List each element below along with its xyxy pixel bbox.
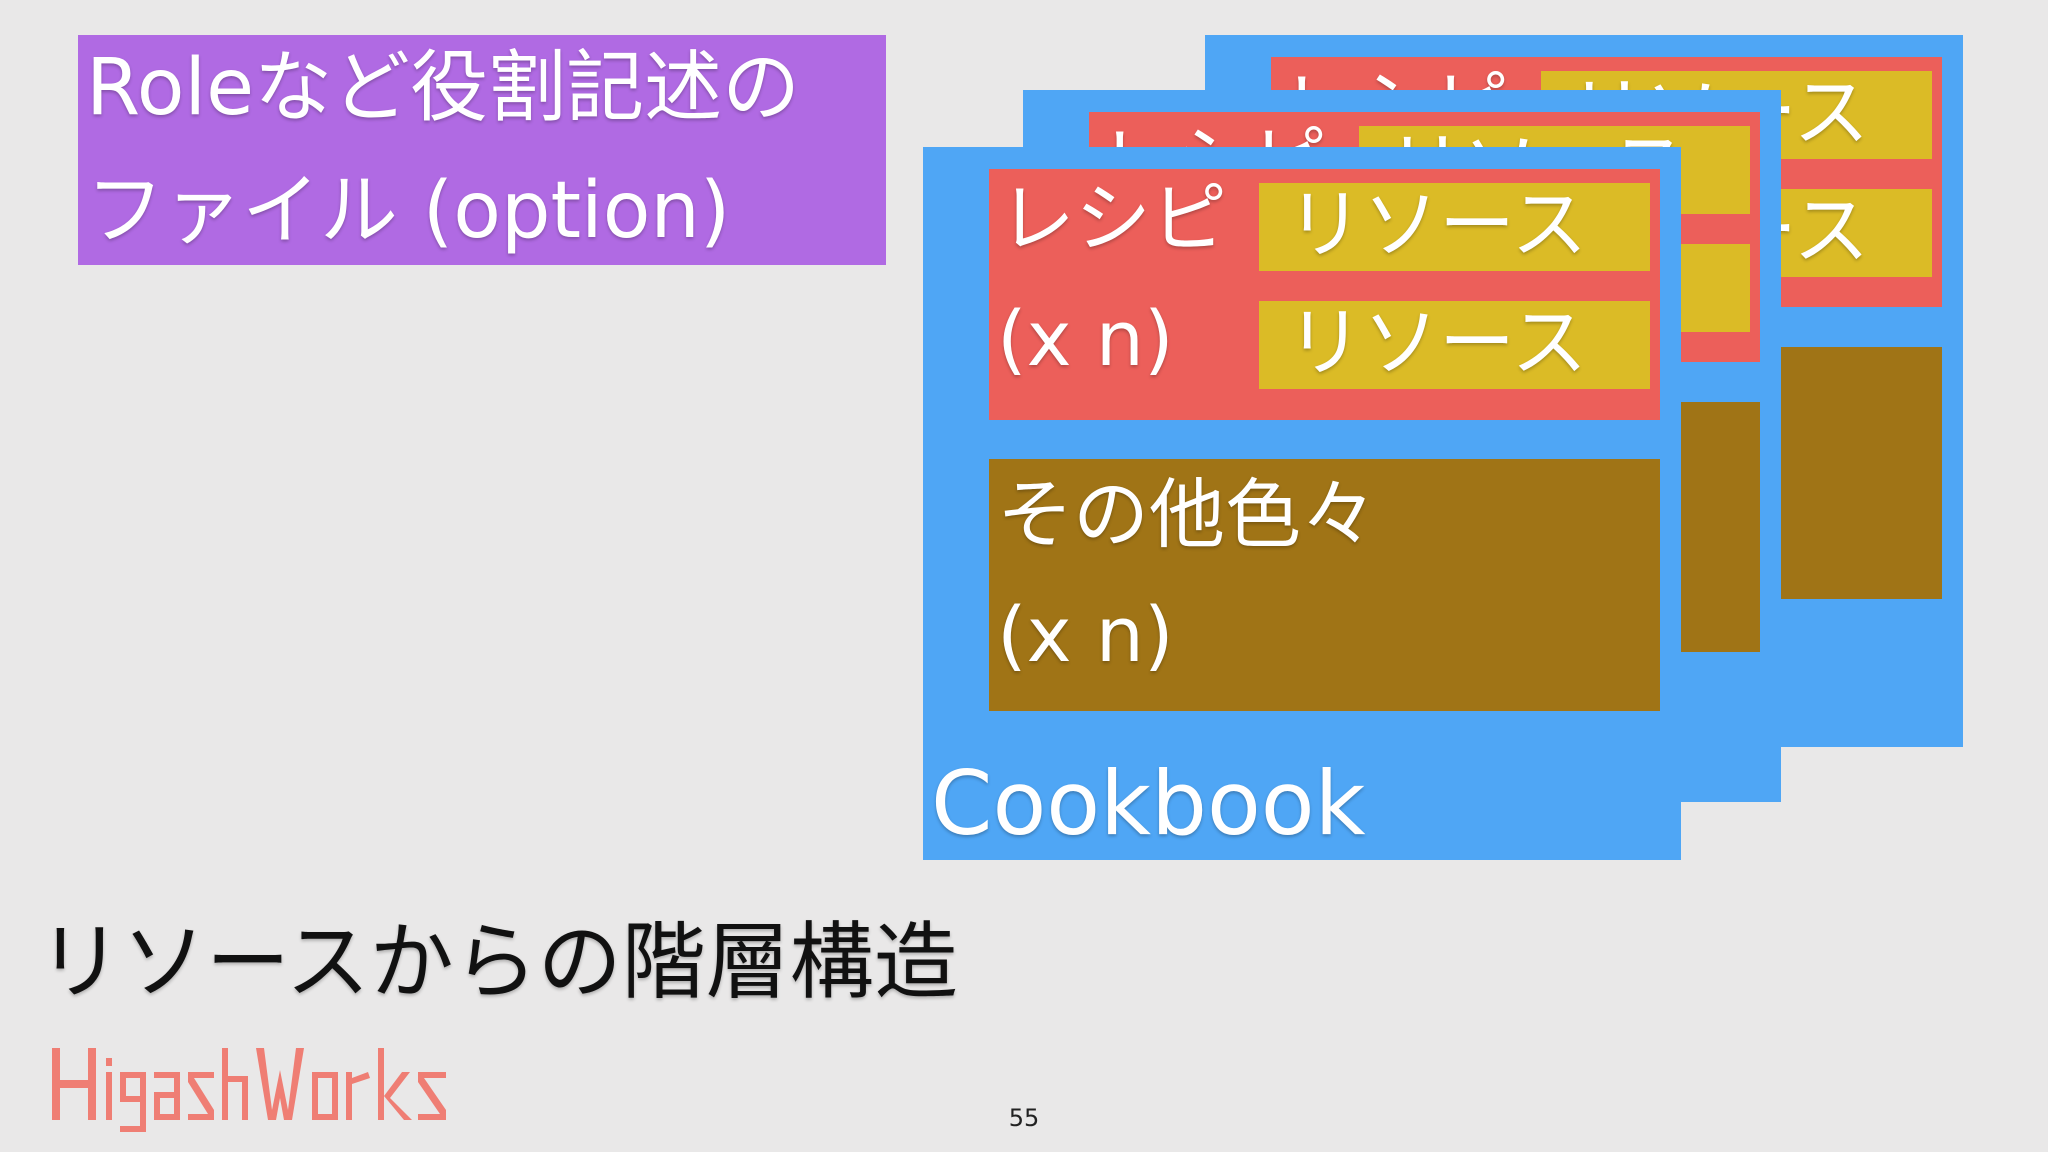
cookbook-card-front: レシピ (x n) リソース リソース その他色々 (x n) Cookbook xyxy=(923,147,1681,860)
callout-line-2: ファイル (option) xyxy=(86,166,731,256)
recipe-count: (x n) xyxy=(997,294,1174,383)
other-block xyxy=(1781,347,1942,599)
resource-label: リソース xyxy=(1287,183,1588,269)
role-file-callout: Roleなど役割記述の ファイル (option) xyxy=(78,35,886,265)
callout-line-1: Roleなど役割記述の xyxy=(86,43,801,133)
recipe-label: レシピ xyxy=(999,174,1227,263)
higashiworks-logo xyxy=(52,1048,446,1132)
resource-label: リソース xyxy=(1287,301,1588,387)
resource-box: リソース xyxy=(1259,301,1650,389)
recipe-block: レシピ (x n) リソース リソース xyxy=(989,169,1660,420)
page-number: 55 xyxy=(1008,1104,1040,1132)
resource-box: リソース xyxy=(1259,183,1650,271)
slide-headline: リソースからの階層構造 xyxy=(38,913,958,1011)
other-block: その他色々 (x n) xyxy=(989,459,1660,711)
other-count: (x n) xyxy=(997,590,1174,679)
other-label: その他色々 xyxy=(997,470,1377,559)
cookbook-label: Cookbook xyxy=(931,752,1366,855)
